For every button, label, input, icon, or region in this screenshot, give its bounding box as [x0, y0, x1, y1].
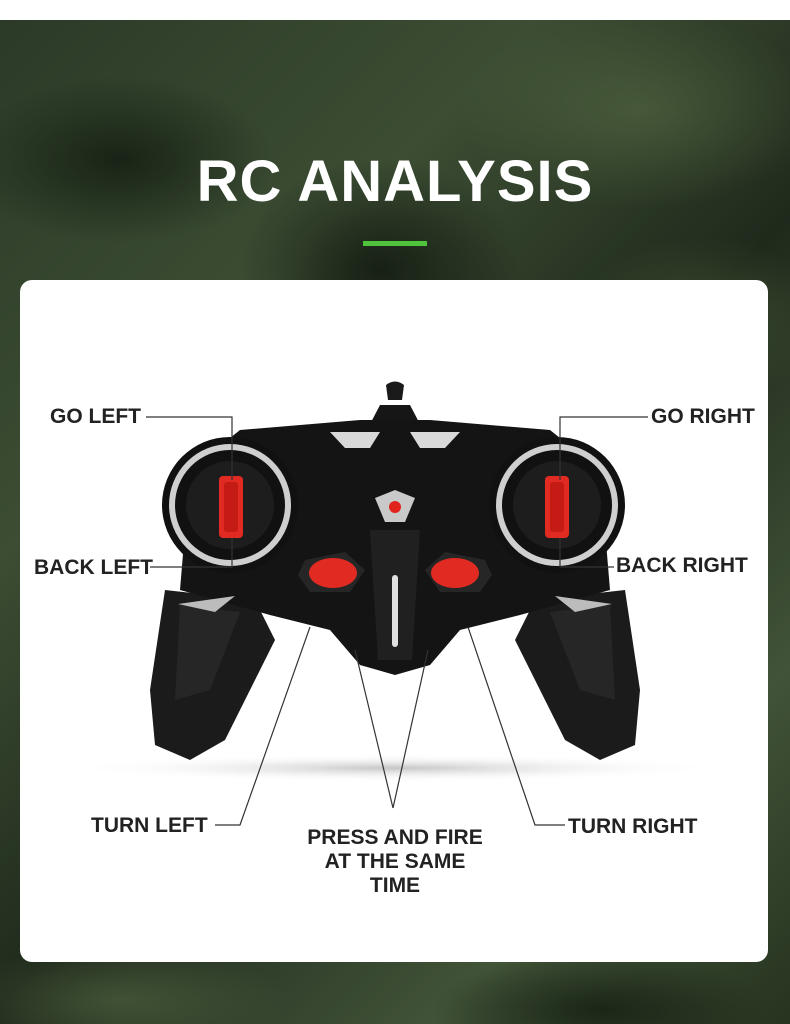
- press-and-fire-line-2: AT THE SAME: [324, 850, 466, 873]
- back-left-label: BACK LEFT: [34, 556, 153, 579]
- go-right-label: GO RIGHT: [651, 405, 755, 428]
- turn-left-label: TURN LEFT: [91, 814, 208, 837]
- back-right-label: BACK RIGHT: [616, 554, 748, 577]
- title-underline: [363, 241, 427, 246]
- press-and-fire-label: PRESS AND FIRE AT THE SAME TIME: [285, 826, 505, 898]
- go-left-label: GO LEFT: [50, 405, 141, 428]
- press-and-fire-line-1: PRESS AND FIRE: [307, 826, 483, 849]
- page-title: RC ANALYSIS: [196, 149, 594, 214]
- press-and-fire-line-3: TIME: [369, 874, 421, 897]
- turn-right-label: TURN RIGHT: [568, 815, 698, 838]
